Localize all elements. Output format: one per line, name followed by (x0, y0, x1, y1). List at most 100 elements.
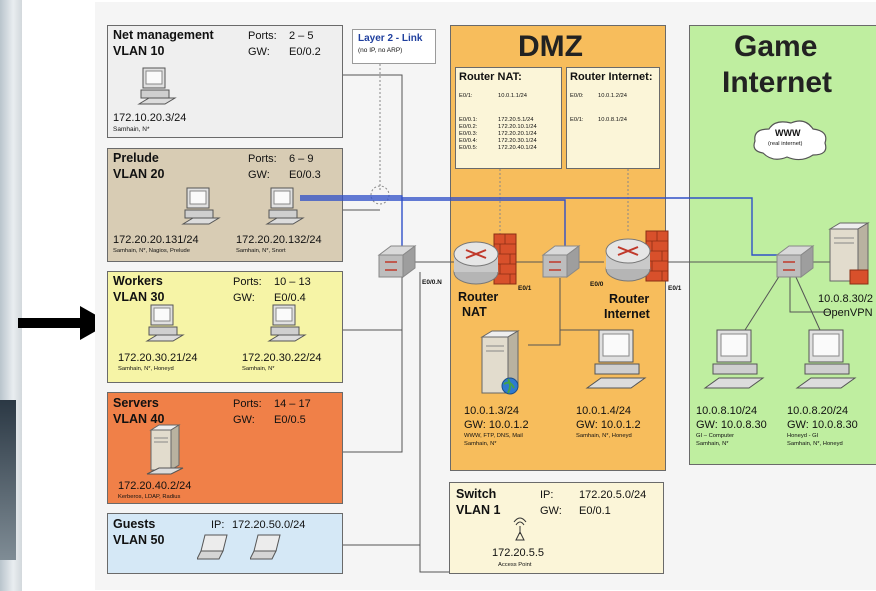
nat-row-4-iface: E0/0.4: (459, 138, 478, 144)
vlan20-box (107, 148, 343, 262)
vlan30-host1-icon (145, 304, 185, 342)
nat-row-1-iface: E0/0.1: (459, 117, 478, 123)
vlan40-name: Servers (113, 396, 159, 410)
router-nat-label-1: Router (458, 290, 499, 304)
vlan30-gw-label: GW: (233, 292, 255, 304)
vlan40-box (107, 392, 343, 504)
router-internet-icon (605, 230, 669, 282)
vlan10-ports-label: Ports: (248, 30, 277, 42)
layer2-label-box (352, 29, 436, 64)
access-point-icon (513, 517, 527, 541)
dmz-server-icon (480, 330, 520, 395)
vlan30-ports-label: Ports: (233, 276, 262, 288)
vlan40-note: Kerberos, LDAP, Radius (118, 494, 181, 500)
vlan10-ip: 172.10.20.3/24 (113, 112, 187, 124)
dmz-pc-gw: GW: 10.0.1.2 (576, 419, 641, 431)
dmz-server-note1: WWW, FTP, DNS, Mail (464, 433, 523, 439)
game-pc1-note1: GI – Computer (696, 433, 735, 439)
router-nat-icon (453, 233, 517, 285)
vlan20-id: VLAN 20 (113, 167, 165, 181)
openvpn-ip: 10.0.8.30/2 (818, 293, 874, 305)
inet-row-0-iface: E0/0: (570, 93, 584, 99)
switch-name: Switch (456, 487, 497, 501)
vlan10-gw: E0/0.2 (289, 46, 321, 58)
background-photo-dark (0, 400, 16, 560)
router-nat-table-title: Router NAT: (459, 71, 522, 83)
dmz-title: DMZ (518, 30, 583, 63)
nat-row-5-ip: 172.20.40.1/24 (498, 145, 537, 151)
nat-row-5-iface: E0/0.5: (459, 145, 478, 151)
port-nat-e01-label: E0/1 (518, 285, 532, 292)
game-title-1: Game (734, 30, 818, 63)
dmz-pc-note: Samhain, N*, Honeyd (576, 433, 632, 439)
game-pc2-icon (795, 329, 857, 389)
switch-gw-label: GW: (540, 505, 562, 517)
vlan50-ip-label: IP: (211, 519, 225, 531)
vlan40-gw-label: GW: (233, 414, 255, 426)
vlan40-ports: 14 – 17 (274, 398, 311, 410)
port-e00n-label: E0/0.N (422, 279, 442, 286)
vlan20-gw-label: GW: (248, 169, 270, 181)
vlan40-server-icon (146, 424, 184, 475)
vlan40-ip: 172.20.40.2/24 (118, 480, 192, 492)
vlan30-gw: E0/0.4 (274, 292, 306, 304)
game-pc1-note2: Samhain, N* (696, 441, 729, 447)
vlan20-gw: E0/0.3 (289, 169, 321, 181)
game-pc2-ip: 10.0.8.20/24 (787, 405, 849, 417)
nat-row-2-iface: E0/0.2: (459, 124, 478, 130)
vlan40-ports-label: Ports: (233, 398, 262, 410)
cloud-label: WWW (775, 128, 801, 138)
dmz-pc-ip: 10.0.1.4/24 (576, 405, 632, 417)
game-pc2-gw: GW: 10.0.8.30 (787, 419, 858, 431)
vlan20-name: Prelude (113, 151, 159, 165)
vlan30-host1-ip: 172.20.30.21/24 (118, 352, 198, 364)
nat-row-4-ip: 172.20.30.1/24 (498, 138, 537, 144)
switch-game-icon (775, 245, 815, 278)
layer2-title: Layer 2 - Link (358, 33, 423, 44)
router-internet-table (566, 67, 660, 169)
game-title-2: Internet (722, 66, 833, 99)
layer2-subtitle: (no IP, no ARP) (358, 47, 403, 54)
switch-ip: 172.20.5.0/24 (579, 489, 647, 501)
dmz-server-note2: Samhain, N* (464, 441, 497, 447)
vlan40-id: VLAN 40 (113, 412, 165, 426)
inet-row-1-iface: E0/1: (570, 117, 584, 123)
openvpn-name: OpenVPN (823, 307, 873, 319)
router-internet-label-2: Internet (604, 307, 650, 321)
switch-ip-label: IP: (540, 489, 554, 501)
switch-vlan1-box (449, 482, 664, 574)
vlan10-ports: 2 – 5 (289, 30, 314, 42)
switch-vlan: VLAN 1 (456, 503, 501, 517)
vlan30-host2-icon (267, 304, 307, 342)
vlan30-name: Workers (113, 274, 163, 288)
nat-row-2-ip: 172.20.10.1/24 (498, 124, 537, 130)
router-nat-label-2: NAT (462, 305, 487, 319)
guest-laptop1-icon (197, 534, 228, 560)
vlan20-ports-label: Ports: (248, 153, 277, 165)
vlan30-host1-note: Samhain, N*, Honeyd (118, 366, 174, 372)
vlan10-id: VLAN 10 (113, 44, 165, 58)
vlan20-host2-ip: 172.20.20.132/24 (236, 234, 322, 246)
cloud-sublabel: (real internet) (768, 141, 803, 147)
vlan10-name: Net management (113, 28, 214, 42)
game-pc1-icon (703, 329, 765, 389)
vlan20-host1-icon (181, 187, 221, 225)
vlan40-gw: E0/0.5 (274, 414, 306, 426)
openvpn-server-icon (828, 222, 870, 285)
game-pc2-note2: Samhain, N*, Honeyd (787, 441, 843, 447)
port-inet-e00-label: E0/0 (590, 281, 604, 288)
vlan10-note: Samhain, N* (113, 126, 150, 133)
router-internet-table-title: Router Internet: (570, 71, 653, 83)
cloud-icon (753, 120, 827, 161)
switch-core-icon (377, 245, 417, 278)
vlan30-host2-ip: 172.20.30.22/24 (242, 352, 322, 364)
access-point-ip: 172.20.5.5 (492, 547, 544, 559)
switch-gw: E0/0.1 (579, 505, 611, 517)
router-internet-label-1: Router (609, 292, 650, 306)
nat-row-1-ip: 172.20.5.1/24 (498, 117, 534, 123)
vlan20-host1-note: Samhain, N*, Nagios, Prelude (113, 248, 191, 254)
vlan50-ip: 172.20.50.0/24 (232, 519, 306, 531)
dmz-server-ip: 10.0.1.3/24 (464, 405, 520, 417)
inet-row-0-ip: 10.0.1.2/24 (598, 93, 628, 99)
nat-row-3-ip: 172.20.20.1/24 (498, 131, 537, 137)
